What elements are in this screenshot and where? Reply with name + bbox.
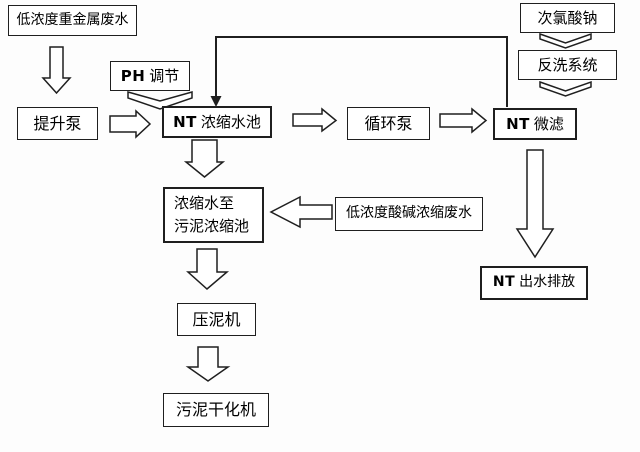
- node-circ-pump-label: 循环泵: [364, 113, 413, 133]
- edge-circ-pump-to-nt-microfilter: [439, 107, 488, 134]
- node-nt-discharge-label: 出水排放: [519, 274, 576, 291]
- edge-nt-tank-to-sludge-tank: [183, 139, 226, 178]
- edge-sludge-tank-to-mud-press: [186, 248, 230, 290]
- node-mud-press-label: 压泥机: [192, 309, 241, 329]
- node-nt-tank-label: 浓缩水池: [200, 112, 261, 131]
- node-naclo-label: 次氯酸钠: [537, 8, 598, 27]
- node-nt-effluent-discharge: NT 出水排放: [480, 266, 588, 300]
- edge-ph-adjust-to-nt-tank: [127, 91, 193, 110]
- node-lift-pump-label: 提升泵: [33, 113, 82, 133]
- edge-nt-microfilter-to-nt-tank-arrowhead: [210, 96, 222, 107]
- node-heavy-metal-wastewater: 低浓度重金属废水: [8, 5, 137, 36]
- edge-backwash-to-nt-microfilter: [539, 80, 592, 97]
- node-sludge-tank-line1: 浓缩水至: [174, 193, 235, 212]
- node-ph-adjust-label: 调节: [149, 66, 180, 85]
- node-acid-alkali-concentrated-wastewater: 低浓度酸碱浓缩废水: [335, 197, 483, 231]
- node-nt-microfiltration: NT 微滤: [493, 108, 577, 140]
- edge-nt-microfilter-to-nt-tank-line: [215, 36, 508, 107]
- node-sludge-dryer-label: 污泥干化机: [175, 400, 256, 419]
- node-acid-waste-label: 低浓度酸碱浓缩废水: [346, 205, 472, 222]
- node-sludge-dryer: 污泥干化机: [163, 393, 269, 427]
- node-concentrate-to-sludge-thickening-tank: 浓缩水至 污泥浓缩池: [163, 187, 264, 243]
- edge-naclo-to-backwash: [539, 32, 592, 49]
- node-circulation-pump: 循环泵: [347, 107, 430, 140]
- edge-lift-pump-to-nt-tank: [109, 109, 152, 139]
- node-nt-concentration-tank: NT 浓缩水池: [162, 106, 272, 138]
- node-ph-adjust-prefix: PH: [120, 66, 146, 85]
- node-backwash-system: 反洗系统: [518, 50, 617, 80]
- node-mud-press: 压泥机: [177, 303, 256, 336]
- node-backwash-label: 反洗系统: [537, 55, 598, 74]
- node-ph-adjust: PH 调节: [110, 61, 190, 91]
- node-nt-mf-label: 微滤: [533, 114, 564, 133]
- node-sludge-tank-line2: 污泥浓缩池: [174, 217, 250, 235]
- edge-nt-microfilter-to-discharge: [515, 149, 555, 259]
- node-lift-pump: 提升泵: [17, 107, 98, 140]
- edge-heavy-metal-to-lift-pump: [41, 46, 72, 95]
- node-nt-tank-prefix: NT: [173, 112, 197, 131]
- edge-nt-tank-to-circ-pump: [292, 107, 338, 133]
- node-sodium-hypochlorite: 次氯酸钠: [520, 3, 615, 33]
- node-nt-discharge-prefix: NT: [492, 274, 516, 291]
- edge-mud-press-to-sludge-dryer: [185, 346, 231, 382]
- node-heavy-metal-label: 低浓度重金属废水: [16, 11, 129, 28]
- node-nt-mf-prefix: NT: [506, 114, 530, 133]
- edge-acid-waste-to-sludge-tank: [269, 195, 333, 229]
